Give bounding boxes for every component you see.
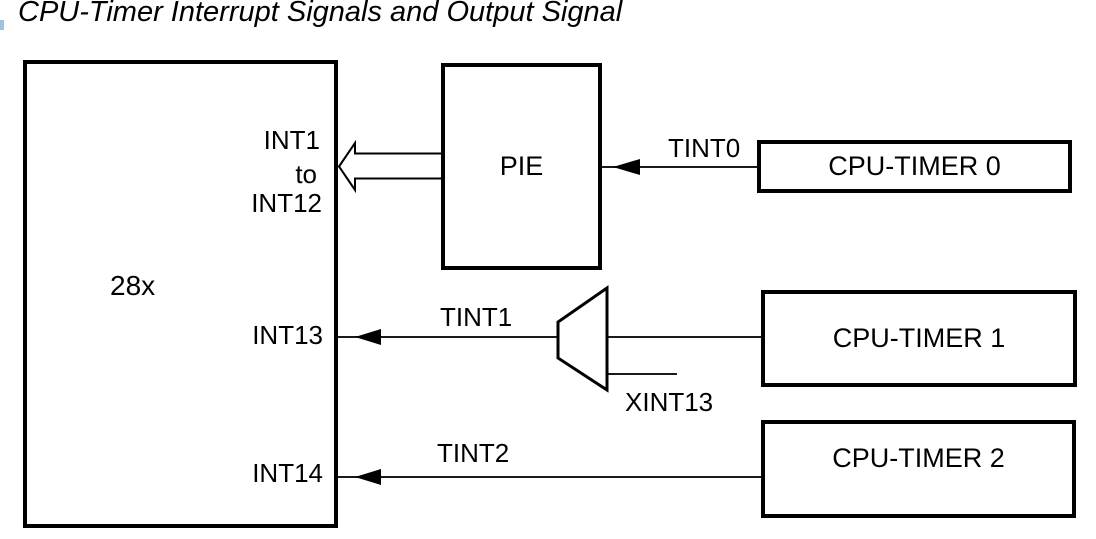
cpu-timer-0-label: CPU-TIMER 0	[828, 151, 1001, 181]
pie-label: PIE	[499, 151, 544, 181]
block-cpu-timer-0: CPU-TIMER 0	[757, 140, 1072, 193]
cpu-timer-2-label: CPU-TIMER 2	[832, 442, 1005, 473]
block-pie: PIE	[441, 63, 602, 270]
signal-xint13-label: XINT13	[625, 387, 714, 417]
port-int14-label: INT14	[252, 458, 323, 488]
mux-shape	[556, 285, 609, 393]
pie-to-cpu-block-arrow-icon	[337, 139, 448, 194]
block-cpu-timer-2: CPU-TIMER 2	[761, 420, 1076, 518]
page-edge-artifact	[0, 20, 4, 30]
cpu-timer-1-label: CPU-TIMER 1	[832, 323, 1006, 353]
block-cpu-timer-1: CPU-TIMER 1	[761, 290, 1077, 387]
port-int1-label: INT1	[263, 125, 320, 155]
port-to-label: to	[295, 159, 317, 189]
signal-tint1-label: TINT1	[440, 302, 513, 332]
block-cpu-28x	[23, 60, 338, 528]
signal-tint2-label: TINT2	[437, 438, 510, 468]
port-int13-label: INT13	[252, 320, 323, 350]
tint0-arrowhead-icon	[613, 159, 640, 175]
tint2-arrowhead-icon	[355, 469, 381, 485]
tint1-arrowhead-icon	[355, 329, 381, 345]
cpu-28x-label: 28x	[110, 270, 156, 301]
signal-tint0-label: TINT0	[668, 133, 741, 163]
figure-title: CPU-Timer Interrupt Signals and Output S…	[18, 0, 623, 28]
port-int12-label: INT12	[251, 188, 322, 218]
